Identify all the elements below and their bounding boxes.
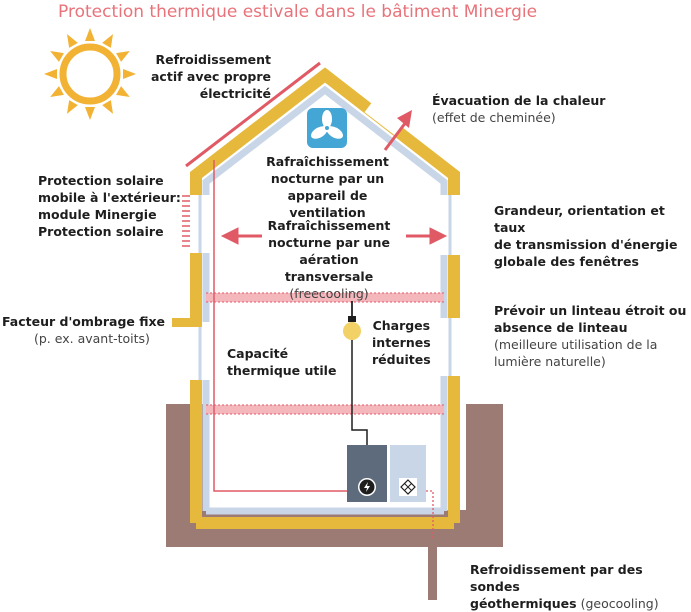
arrow-icon [383, 110, 412, 151]
power-cable [351, 301, 368, 445]
night-vent-label: Rafraîchissement nocturne par un apparei… [266, 154, 389, 220]
solar-panel [185, 61, 321, 168]
house-wall-inner [202, 85, 448, 511]
windows-label: Grandeur, orientation et taux de transmi… [494, 203, 678, 269]
geocooling-label: Refroidissement par des sondes géothermi… [470, 562, 659, 611]
active-cooling-label: Refroidissement actif avec propre électr… [151, 52, 272, 101]
chimney-label: Évacuation de la chaleur (effet de chemi… [432, 93, 606, 125]
floor-slab-upper [206, 293, 444, 302]
geothermal-probe [428, 540, 437, 600]
heat-exchanger-icon [399, 478, 417, 496]
fan-icon [307, 108, 347, 148]
house-wall-outer [190, 67, 460, 523]
fixed-overhang [172, 318, 202, 327]
active-cooling-line [213, 160, 350, 492]
page-title: Protection thermique estivale dans le bâ… [58, 2, 538, 22]
internal-loads-label: Charges internes réduites [372, 318, 431, 367]
fixed-shading-label: Facteur d'ombrage fixe (p. ex. avant-toi… [2, 314, 166, 346]
solar-protection-blind [182, 195, 190, 247]
solar-protection-label: Protection solaire mobile à l'extérieur:… [38, 173, 181, 239]
sun-icon [44, 28, 136, 120]
thermal-mass-label: Capacité thermique utile [227, 346, 337, 378]
cross-vent-arrows [220, 227, 448, 245]
lintel-label: Prévoir un linteau étroit ou absence de … [494, 303, 687, 369]
cross-vent-label: Rafraîchissement nocturne par une aérati… [267, 218, 391, 301]
floor-slab-lower [206, 405, 444, 414]
lightbulb-icon [343, 301, 361, 340]
basement-interior [203, 404, 466, 510]
power-icon [358, 478, 376, 496]
